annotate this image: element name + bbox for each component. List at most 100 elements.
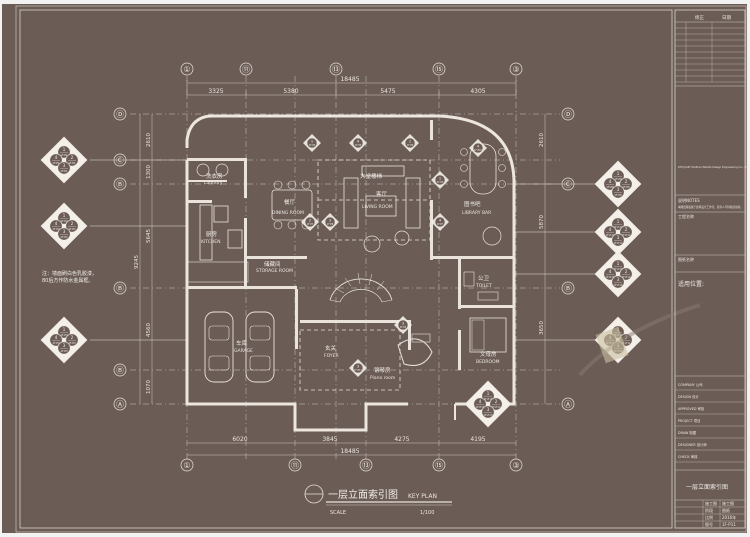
title-block-field: DRAW 制图 bbox=[678, 430, 697, 435]
dim-vert: 1300 bbox=[146, 165, 152, 179]
marker-code: 1F-E10 bbox=[621, 275, 630, 279]
meta-value: 2016年 bbox=[722, 514, 736, 520]
dim-seg: 5475 bbox=[380, 88, 395, 95]
title-block-field: PROJECT 项目 bbox=[678, 419, 701, 423]
axis-col-label: ⑪ bbox=[242, 65, 250, 74]
marker-number: 1 bbox=[311, 139, 313, 143]
marker-number: 1 bbox=[617, 219, 620, 224]
room-cn: 洗衣房 bbox=[206, 172, 223, 180]
meta-label: 阶段 bbox=[705, 507, 713, 513]
interior-marker: 21F-E7 bbox=[301, 213, 319, 231]
marker-number: 3 bbox=[329, 218, 331, 222]
top-axis-labels: ① ⑪ ⑬ ⑮ ③ bbox=[180, 62, 523, 76]
room-en: TOILET bbox=[475, 283, 492, 289]
note-text: 本图纸版权属于建筑设计工作室，任何人不得擅自复制。 bbox=[678, 205, 743, 209]
marker-code: 1F-E5 bbox=[355, 144, 362, 147]
room-en: LIVING ROOM bbox=[362, 204, 393, 210]
rev-label: 修正 bbox=[695, 14, 704, 21]
marker-code: 1F-E1 bbox=[68, 161, 76, 165]
room-cn: 玄关 bbox=[325, 344, 337, 352]
right-dimensions: 2610 5870 3650 bbox=[539, 114, 546, 404]
marker-number: 1 bbox=[63, 147, 66, 152]
dim-seg: 3325 bbox=[208, 88, 223, 95]
marker-number: 3 bbox=[63, 163, 66, 168]
marker-code: 1F-E1 bbox=[60, 153, 68, 157]
room-cn: 钢琴房 bbox=[374, 366, 391, 374]
marker-number: 3 bbox=[487, 407, 490, 412]
axis-col-label: ⑬ bbox=[362, 461, 370, 470]
axis-row-label: Ⓑ bbox=[116, 180, 124, 189]
sheet-title-block: 修正 日期 ZHU JIAN YUAN Architects Design En… bbox=[674, 9, 749, 529]
dim-seg: 4305 bbox=[470, 88, 485, 95]
drawing-title-cn: 一层立面索引图 bbox=[328, 488, 398, 501]
drawing-border bbox=[19, 9, 673, 529]
room-en: FOYER bbox=[324, 353, 339, 359]
meta-value: 1F-P11 bbox=[722, 522, 736, 527]
meta-label: 施工图 bbox=[705, 500, 717, 506]
marker-code: 1F-E9 bbox=[622, 185, 630, 189]
meta-value: 施工图 bbox=[722, 500, 734, 506]
marker-number: 2 bbox=[71, 335, 74, 340]
room-en: Piano room bbox=[370, 375, 395, 381]
dim-seg: 6020 bbox=[232, 436, 247, 443]
marker-number: 2 bbox=[309, 218, 311, 222]
marker-number: 4 bbox=[609, 179, 612, 184]
project-label: 工程名称 bbox=[678, 213, 694, 219]
marker-number: 4 bbox=[55, 335, 58, 340]
meta-label: 比例 bbox=[705, 514, 713, 520]
title-block-field: COMPANY 公司 bbox=[678, 382, 703, 387]
marker-number: 1 bbox=[63, 327, 66, 332]
drawing-title-en: KEY PLAN bbox=[408, 493, 437, 500]
marker-number: 1 bbox=[617, 261, 620, 266]
note-line: 注：墙面刷白色乳胶漆， bbox=[42, 270, 97, 277]
axis-col-label: ⑪ bbox=[291, 461, 299, 470]
dim-vert: 1070 bbox=[146, 380, 152, 394]
marker-code: 1F-E13 bbox=[491, 405, 500, 409]
marker-number: 3 bbox=[617, 187, 620, 192]
floor-plan bbox=[90, 114, 595, 432]
axis-col-label: ⑮ bbox=[435, 461, 443, 470]
dim-vert: 4560 bbox=[146, 323, 152, 337]
marker-code: 1F-E3 bbox=[68, 341, 76, 345]
marker-code: 1F-E7 bbox=[307, 223, 314, 226]
marker-code: 1F-E4 bbox=[309, 144, 316, 147]
top-dimensions: 18485 3325 5380 5475 4305 bbox=[186, 76, 517, 98]
marker-code: 1F-E12 bbox=[613, 225, 622, 229]
marker-code: 1F-E10 bbox=[613, 283, 622, 287]
marker-code: 1F-E11 bbox=[354, 369, 363, 372]
title-block-field: DESIGN 设计 bbox=[678, 394, 700, 399]
marker-code: 1F-E12 bbox=[613, 241, 622, 245]
marker-number: 1 bbox=[617, 171, 620, 176]
axis-col-label: ① bbox=[183, 461, 190, 470]
marker-number: 2 bbox=[495, 399, 498, 404]
axis-col-label: ① bbox=[183, 65, 190, 74]
room-cn: 大堂楼梯 bbox=[360, 172, 383, 180]
marker-code: 1F-E10 bbox=[613, 267, 622, 271]
sheet-drawing-title: 一层立面索引图 bbox=[686, 483, 728, 491]
axis-row-label: Ⓐ bbox=[116, 400, 124, 409]
note-line: 80后方作防水金属框。 bbox=[42, 277, 93, 284]
axis-col-label: ⑬ bbox=[332, 65, 340, 74]
interior-marker: 31F-E8 bbox=[321, 213, 339, 231]
room-en: DINING ROOM bbox=[272, 210, 304, 216]
meta-label: 图号 bbox=[705, 521, 713, 527]
dim-vert: 9245 bbox=[134, 255, 140, 269]
marker-number: 4 bbox=[439, 218, 442, 222]
marker-code: 1F-E9 bbox=[614, 193, 622, 197]
marker-code: 1F-E8 bbox=[327, 223, 334, 226]
marker-number: 2 bbox=[625, 227, 628, 232]
note-label: 说明NOTES bbox=[678, 197, 700, 203]
room-cn: 文母房 bbox=[480, 350, 497, 358]
interior-marker: 41F-E5 bbox=[349, 134, 367, 152]
marker-number: 1 bbox=[63, 213, 66, 218]
interior-marker: 41F-E10 bbox=[469, 139, 487, 157]
marker-code: 1F-E3 bbox=[60, 349, 68, 353]
marker-number: 2 bbox=[71, 155, 74, 160]
scale-label: SCALE bbox=[330, 510, 346, 516]
interior-marker: 11F-E9 bbox=[431, 171, 449, 189]
